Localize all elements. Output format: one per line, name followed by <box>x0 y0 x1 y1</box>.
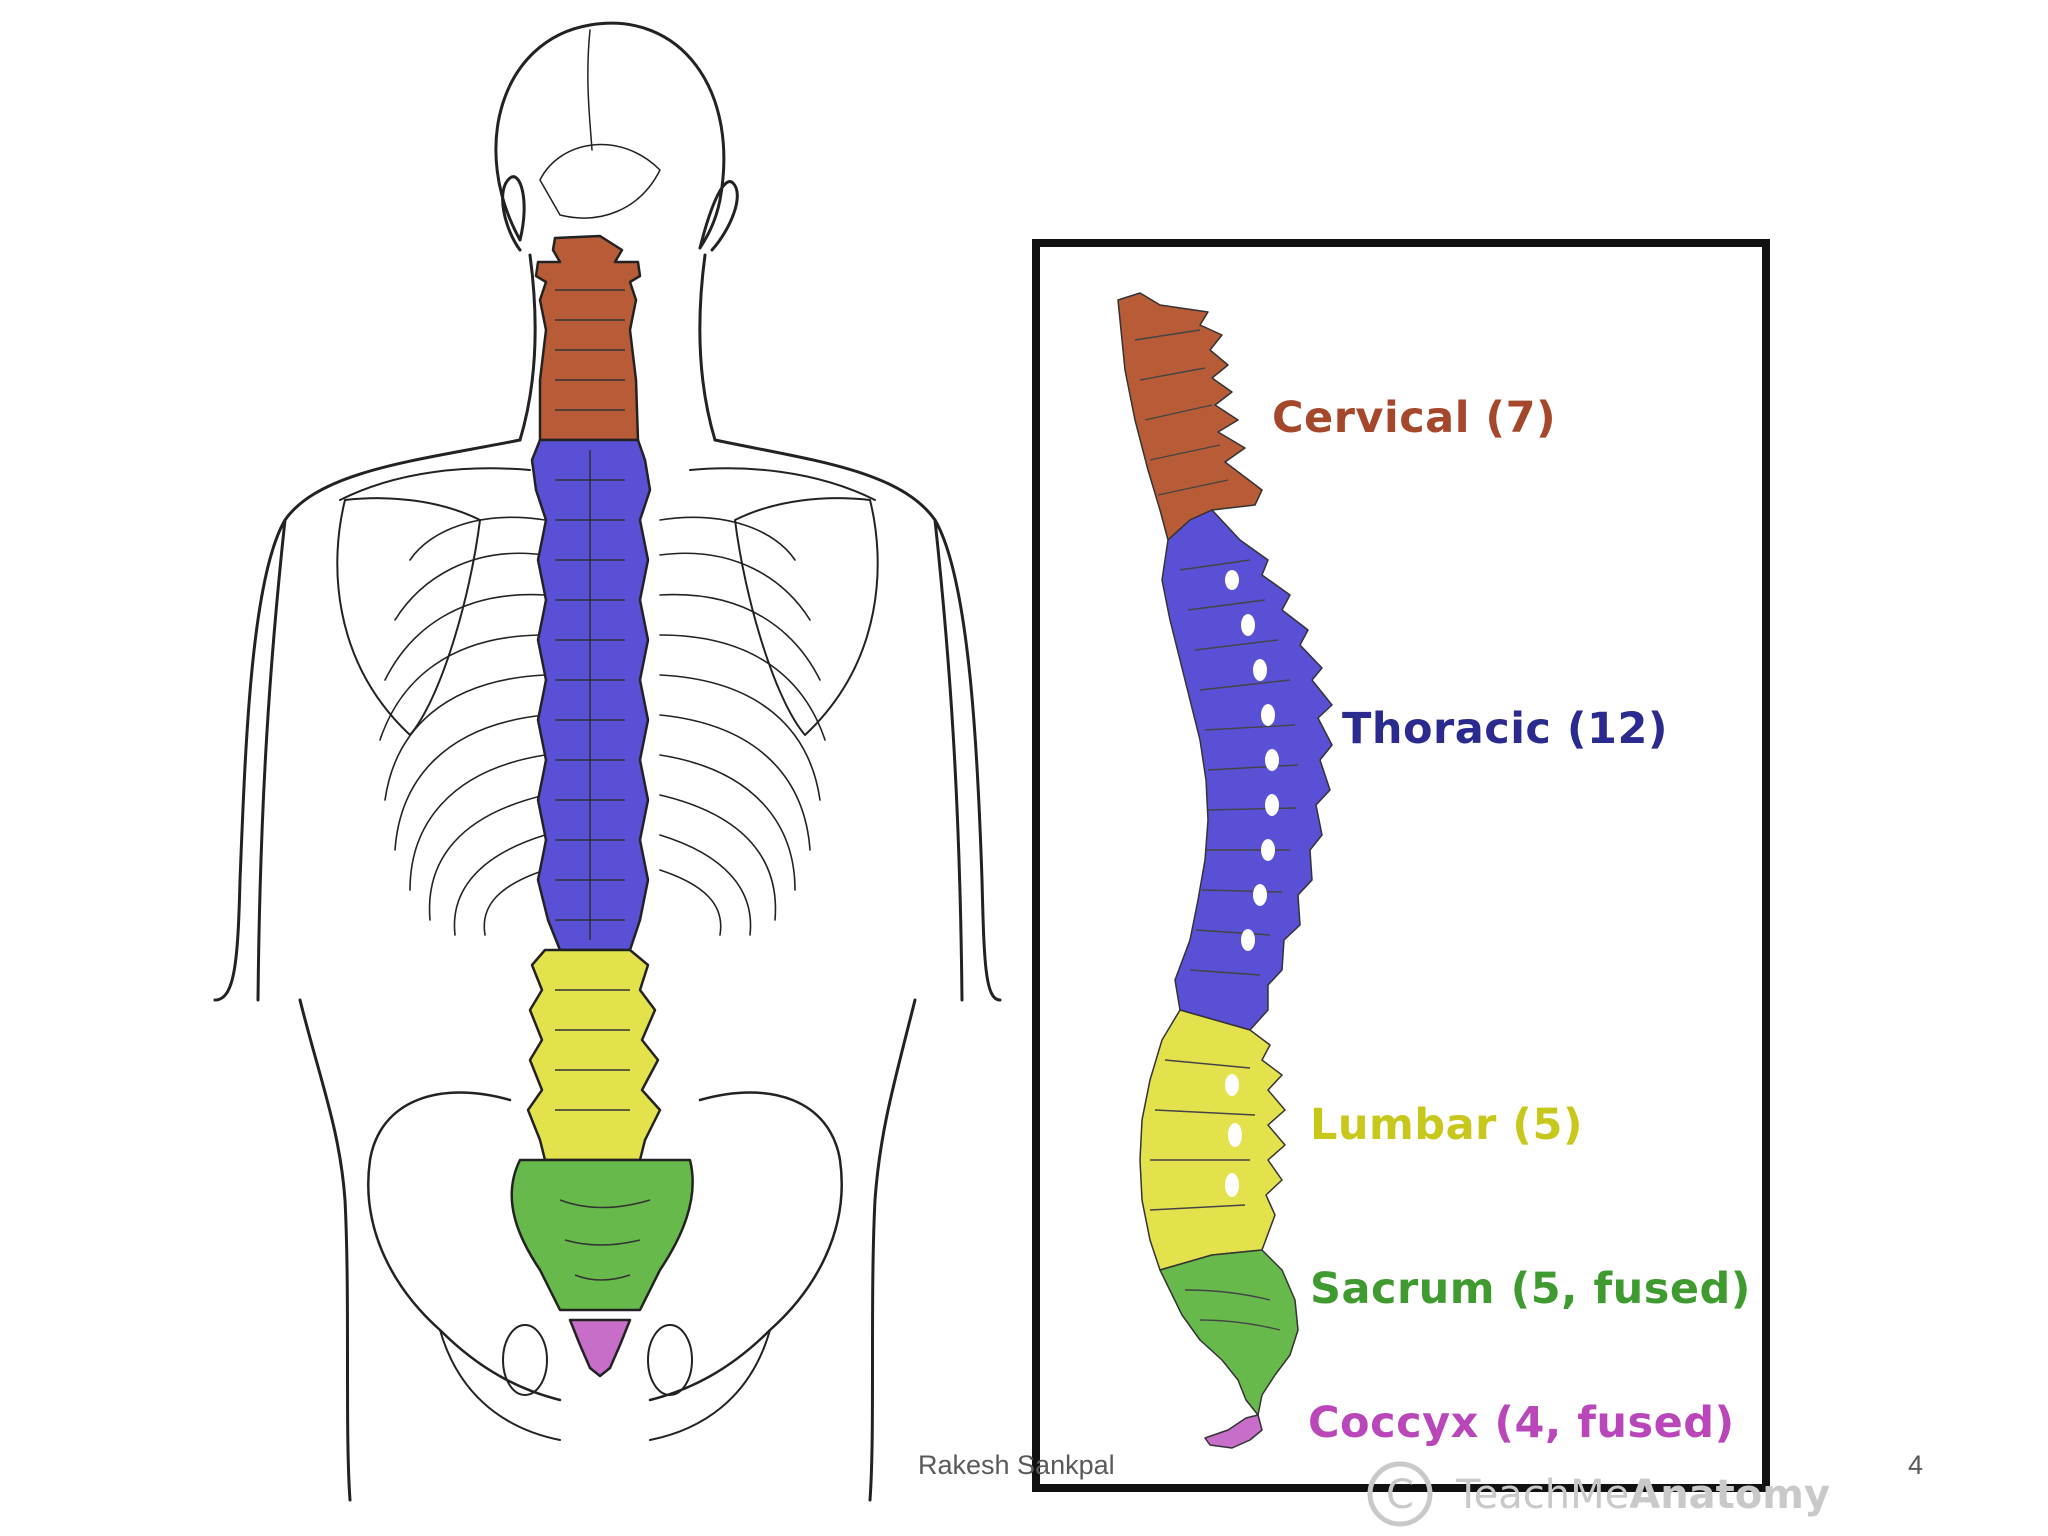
lateral-spine-lumbar <box>1139 1009 1286 1271</box>
lateral-spine-foramina <box>1225 570 1279 1197</box>
teachmeanatomy-watermark: C TeachMeAnatomy <box>1367 1461 1830 1527</box>
copyright-symbol: C <box>1386 1472 1414 1518</box>
pelvis-outline <box>367 1091 843 1402</box>
lateral-spine-coccyx <box>1204 1414 1263 1449</box>
watermark-brand-prefix: Teach <box>1455 1472 1570 1518</box>
lateral-spine-cervical <box>1117 292 1263 541</box>
right-obturator <box>647 1324 693 1396</box>
right-scapula <box>734 497 879 736</box>
copyright-circle-icon <box>1367 1461 1433 1527</box>
left-spine-coccyx <box>568 1318 632 1378</box>
hip-outline <box>439 1329 771 1441</box>
label-sacrum: Sacrum (5, fused) <box>1310 1264 1751 1314</box>
label-cervical: Cervical (7) <box>1272 393 1556 443</box>
label-thoracic: Thoracic (12) <box>1342 704 1668 754</box>
ribs-right <box>659 516 826 936</box>
watermark-brand-suffix: Anatomy <box>1629 1472 1830 1518</box>
footer-page-number: 4 <box>1908 1450 1923 1480</box>
lateral-spine-details <box>1134 329 1299 1331</box>
body-illustration <box>213 21 1002 1502</box>
lateral-spine <box>1117 292 1333 1449</box>
lateral-spine-thoracic <box>1161 509 1333 1031</box>
clavicles <box>339 467 876 501</box>
torso-left-outline <box>213 438 522 1002</box>
label-lumbar: Lumbar (5) <box>1310 1100 1583 1150</box>
skull-sutures <box>539 29 661 219</box>
left-scapula <box>336 497 481 736</box>
watermark-brand: TeachMeAnatomy <box>1455 1472 1830 1518</box>
left-spine-sacrum <box>510 1158 694 1312</box>
left-spine-thoracic <box>530 438 652 952</box>
watermark-brand-mid: Me <box>1570 1472 1629 1518</box>
lateral-spine-sacrum <box>1159 1249 1299 1416</box>
head-outline <box>494 21 739 252</box>
left-obturator <box>502 1324 548 1396</box>
ribs-left <box>379 516 546 936</box>
left-spine-lumbar <box>526 948 662 1162</box>
left-spine-details <box>555 289 651 1281</box>
footer-author: Rakesh Sankpal <box>918 1450 1115 1480</box>
label-coccyx: Coccyx (4, fused) <box>1308 1398 1735 1448</box>
neck-outline <box>518 253 717 442</box>
flank-outline <box>298 998 917 1502</box>
left-spine <box>510 234 694 1378</box>
torso-right-outline <box>713 438 1002 1002</box>
